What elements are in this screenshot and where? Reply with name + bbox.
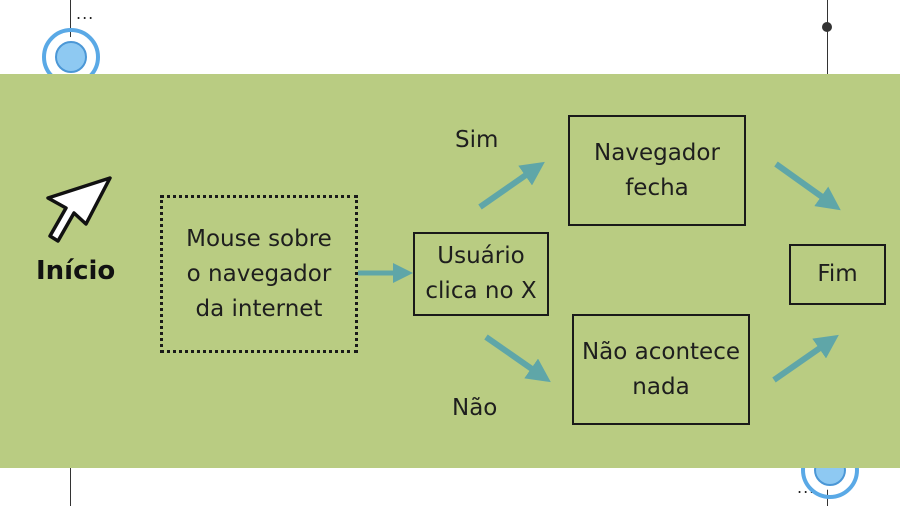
arrow-user-to-no [484,334,551,383]
bottom-ellipsis: ... [797,478,816,497]
arrow-user-to-yes [478,161,545,210]
top-ellipsis: ... [76,4,95,23]
nothing-happens-box: Não acontece nada [572,314,750,425]
user-box-line-1: Usuário [437,243,525,269]
browser-closes-box: Navegador fecha [568,115,746,226]
end-box-label: Fim [817,261,858,287]
user-box-line-2: clica no X [425,278,537,304]
right-line-dot [822,22,832,32]
yes-label: Sim [455,127,499,153]
mouse-box-line-2: o navegador [186,260,332,287]
flowchart-panel [0,74,900,468]
arrow-close-to-end [774,161,841,211]
close-box-line-2: fecha [625,174,689,201]
nothing-box-line-1: Não acontece [581,338,741,365]
nothing-box-line-2: nada [632,373,690,400]
end-box: Fim [789,244,886,305]
user-clicks-x-box: Usuário clica no X [413,232,549,316]
close-box-line-1: Navegador [594,139,720,166]
mouse-over-browser-box: Mouse sobre o navegador da internet [160,195,358,353]
arrow-nothing-to-end [772,334,839,383]
mouse-box-line-3: da internet [195,295,323,322]
start-label: Início [36,256,116,286]
cursor-pointer-icon [46,176,112,243]
mouse-box-line-1: Mouse sobre [186,225,332,252]
no-label: Não [452,395,498,421]
